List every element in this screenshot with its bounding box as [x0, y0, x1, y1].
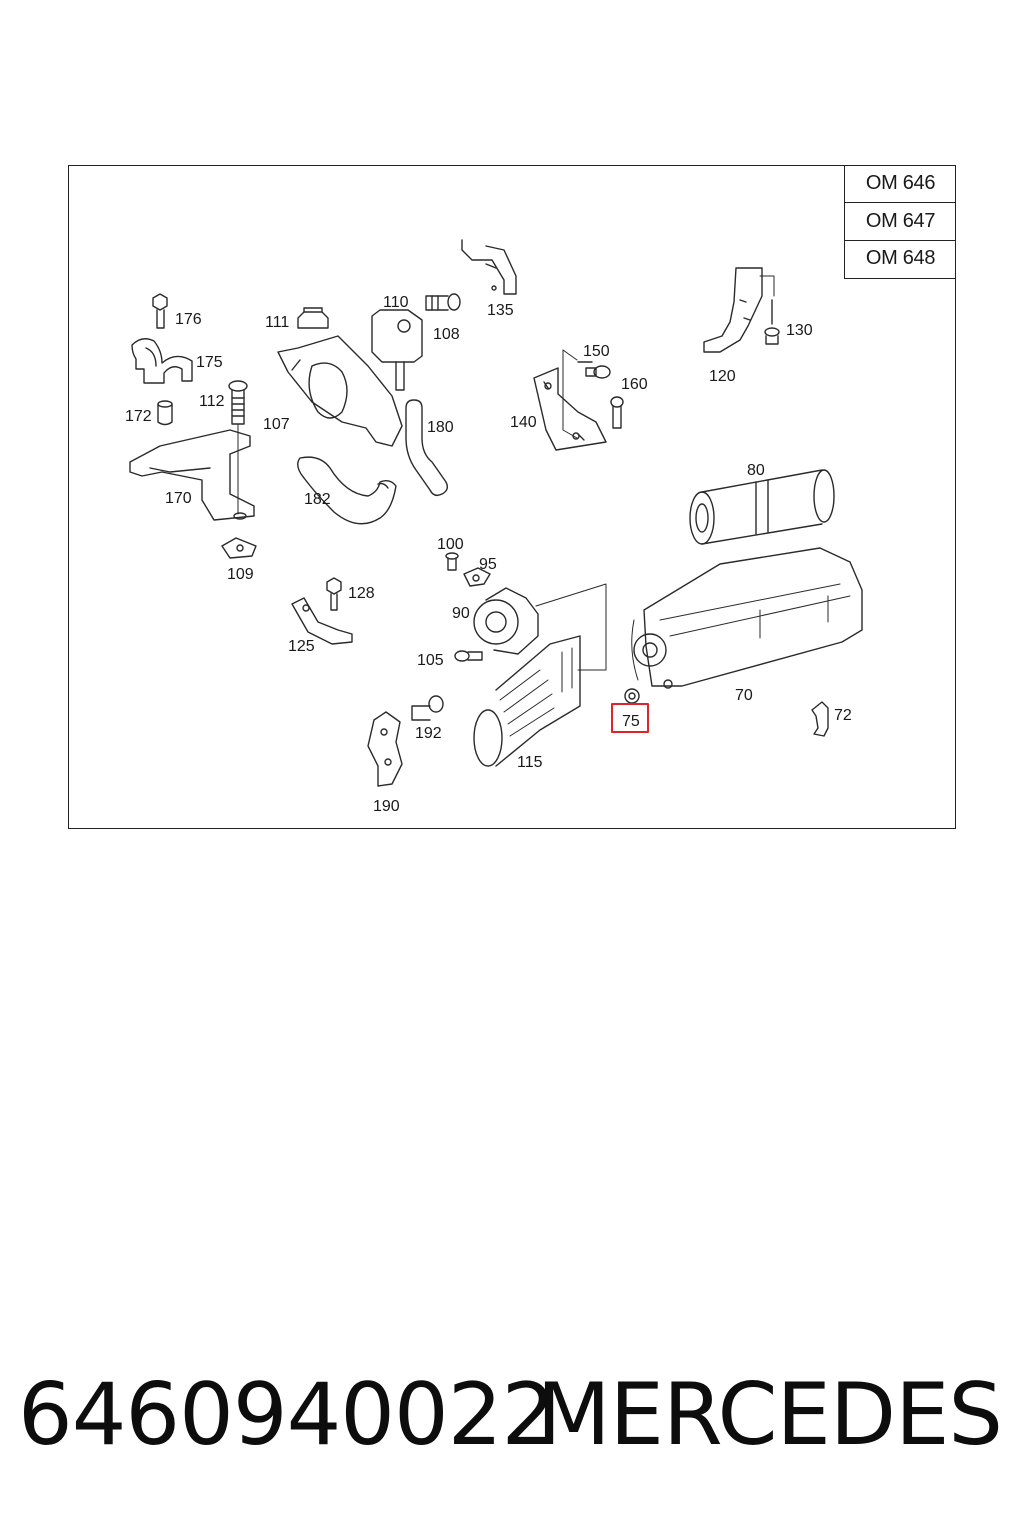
- callout-182[interactable]: 182: [304, 491, 331, 508]
- callout-111[interactable]: 111: [265, 314, 289, 331]
- callout-170[interactable]: 170: [165, 490, 192, 507]
- callout-107[interactable]: 107: [263, 416, 290, 433]
- callout-180[interactable]: 180: [427, 419, 454, 436]
- part-190-shield-drawing: [367, 711, 403, 787]
- callout-176[interactable]: 176: [175, 311, 202, 328]
- part-130-bolt-drawing: [764, 299, 780, 345]
- part-160-bolt-drawing: [610, 396, 624, 429]
- callout-130[interactable]: 130: [786, 322, 813, 339]
- callout-125[interactable]: 125: [288, 638, 315, 655]
- part-112-bolt-drawing: [228, 380, 248, 515]
- callout-175[interactable]: 175: [196, 354, 223, 371]
- callout-labels: 176 175 111 110 108 135 112 172 107 180 …: [125, 294, 852, 815]
- callout-72[interactable]: 72: [834, 707, 852, 724]
- part-128-bolt-drawing: [326, 577, 342, 611]
- callout-90[interactable]: 90: [452, 605, 470, 622]
- part-75-grommet-drawing: [624, 688, 640, 704]
- part-140-bracket-drawing: [533, 349, 607, 451]
- part-80-filter-element-drawing: [689, 469, 835, 545]
- part-176-bolt-drawing: [152, 293, 168, 329]
- callout-100[interactable]: 100: [437, 536, 464, 553]
- callout-80[interactable]: 80: [747, 462, 765, 479]
- callout-172[interactable]: 172: [125, 408, 152, 425]
- part-100-screw-drawing: [445, 552, 459, 571]
- callout-128[interactable]: 128: [348, 585, 375, 602]
- callout-105[interactable]: 105: [417, 652, 444, 669]
- callout-108[interactable]: 108: [433, 326, 460, 343]
- part-108-bolt-drawing: [425, 293, 461, 311]
- part-70-filter-housing-drawing: [631, 547, 863, 689]
- part-150-bolt-drawing: [577, 361, 611, 379]
- callout-192[interactable]: 192: [415, 725, 442, 742]
- callout-120[interactable]: 120: [709, 368, 736, 385]
- callout-75[interactable]: 75: [622, 713, 640, 730]
- diagram-frame: [68, 165, 956, 829]
- callout-140[interactable]: 140: [510, 414, 537, 431]
- engine-variant-table: OM 646 OM 647 OM 648: [844, 165, 956, 279]
- part-105-bolt-drawing: [454, 650, 483, 662]
- callout-70[interactable]: 70: [735, 687, 753, 704]
- part-192-bolt-drawing: [411, 695, 444, 721]
- callout-110[interactable]: 110: [383, 294, 409, 311]
- footer-caption: 6460940022 MERCEDES: [18, 1365, 1008, 1475]
- part-109-clip-drawing: [221, 537, 257, 559]
- part-90-actuator-drawing: [473, 583, 607, 671]
- callout-112[interactable]: 112: [199, 393, 225, 410]
- part-170-bracket-drawing: [129, 429, 255, 521]
- callout-115[interactable]: 115: [517, 754, 543, 771]
- part-180-hose-drawing: [405, 399, 449, 497]
- callout-109[interactable]: 109: [227, 566, 254, 583]
- callout-190[interactable]: 190: [373, 798, 400, 815]
- callout-95[interactable]: 95: [479, 556, 497, 573]
- variant-om647: OM 647: [845, 202, 956, 239]
- callout-160[interactable]: 160: [621, 376, 648, 393]
- part-107-shield-drawing: [277, 335, 403, 447]
- part-120-bracket-drawing: [703, 267, 775, 353]
- variant-om648: OM 648: [845, 239, 956, 277]
- part-95-clip-drawing: [463, 567, 491, 587]
- part-number: 6460940022: [18, 1365, 556, 1465]
- part-111-connector-drawing: [297, 307, 329, 329]
- part-115-intake-duct-drawing: [473, 635, 581, 767]
- part-182-hose-drawing: [297, 456, 397, 525]
- part-110-sensor-drawing: [371, 309, 423, 391]
- variant-om646: OM 646: [865, 172, 936, 195]
- part-175-clamp-drawing: [131, 338, 193, 384]
- highlight-box-75: [611, 703, 649, 733]
- brand-name: MERCEDES: [536, 1365, 1003, 1465]
- part-72-clip-drawing: [811, 701, 829, 737]
- callout-135[interactable]: 135: [487, 302, 514, 319]
- part-135-bracket-drawing: [461, 239, 517, 295]
- callout-150[interactable]: 150: [583, 343, 610, 360]
- part-125-bracket-drawing: [291, 597, 353, 645]
- part-172-spacer-drawing: [157, 400, 173, 426]
